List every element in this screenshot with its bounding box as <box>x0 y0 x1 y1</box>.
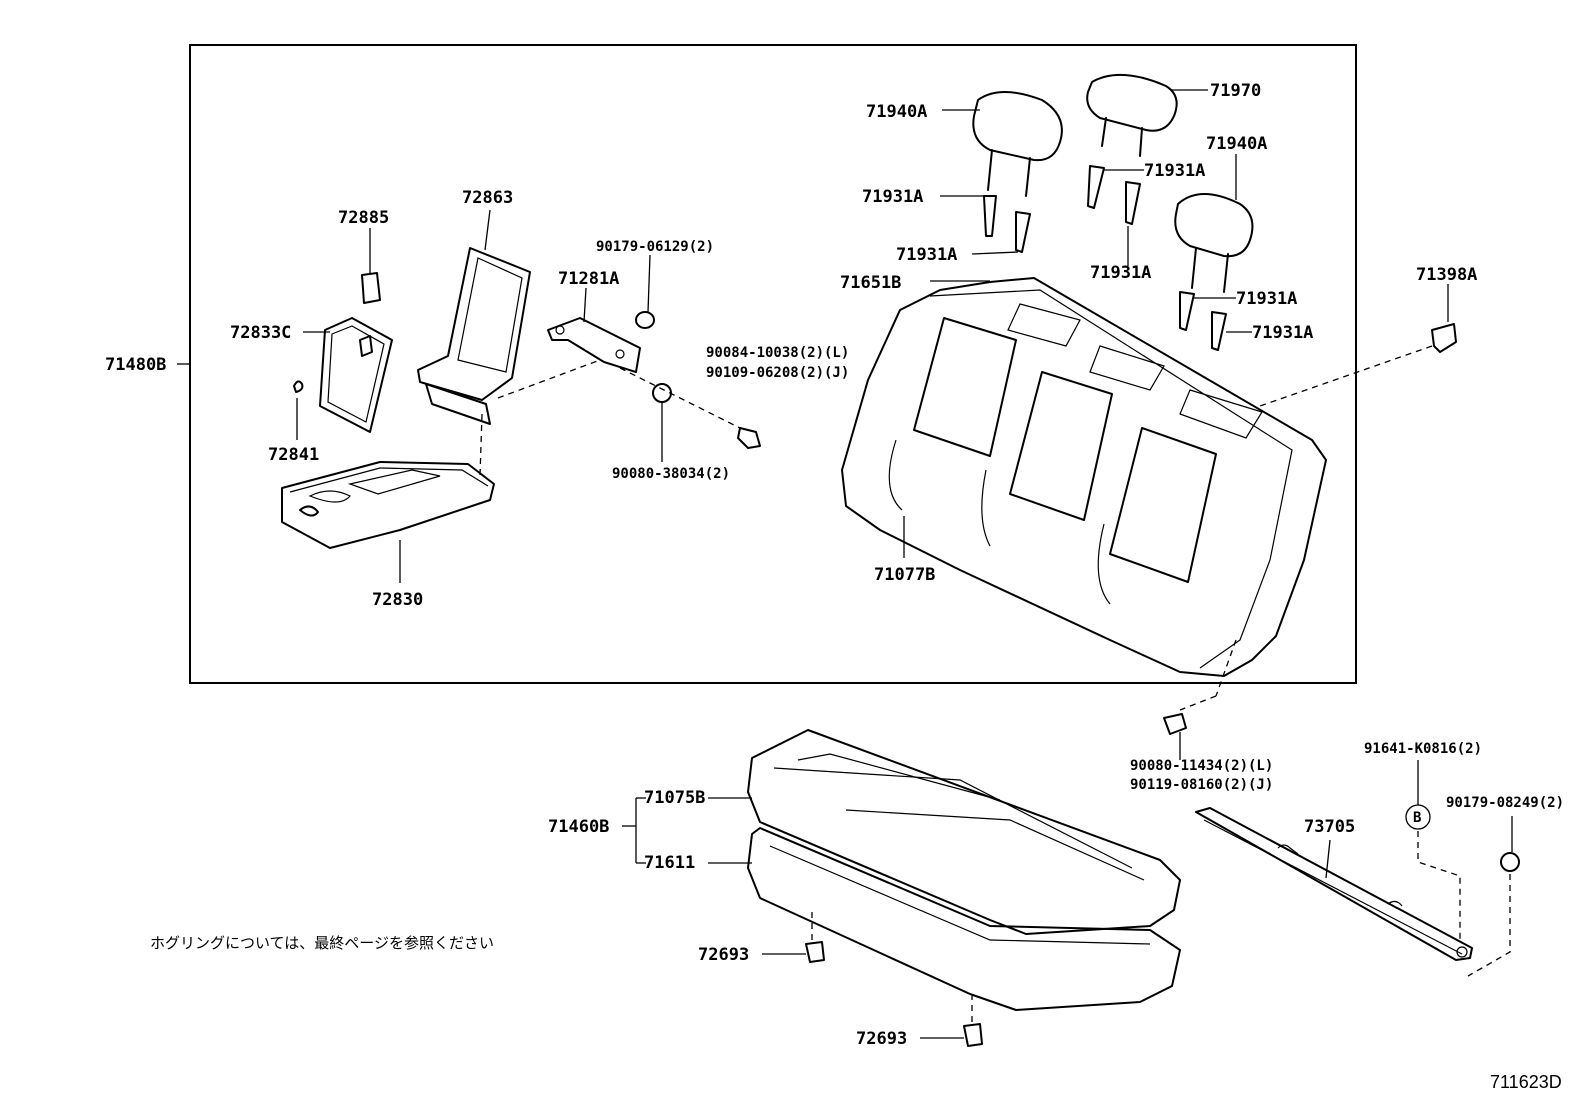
seat-back <box>841 277 1327 711</box>
hinge-bracket-group <box>497 254 761 462</box>
label-71940a-left: 71940A <box>866 102 927 122</box>
label-91641-k0816: 91641-K0816(2) <box>1364 741 1482 757</box>
label-90179-08249: 90179-08249(2) <box>1446 795 1564 811</box>
part-labels: 71480B 72885 72863 72833C 72841 72830 71… <box>105 81 1564 1049</box>
label-71931a-4: 71931A <box>1090 263 1151 283</box>
headrest-left <box>942 91 1063 197</box>
label-90109-06208: 90109-06208(2)(J) <box>706 365 849 381</box>
label-71931a-6: 71931A <box>1252 323 1313 343</box>
label-72885: 72885 <box>338 208 389 228</box>
armrest-group <box>281 209 531 583</box>
label-71611: 71611 <box>644 853 695 873</box>
label-71651b: 71651B <box>840 273 901 293</box>
label-71480b: 71480B <box>105 355 166 375</box>
label-90179-06129: 90179-06129(2) <box>596 239 714 255</box>
bracket-71460b <box>622 797 646 864</box>
bolt-90080-11434 <box>1163 713 1187 760</box>
label-73705: 73705 <box>1304 817 1355 837</box>
headrest-right <box>1174 154 1254 293</box>
clip-72693-upper <box>762 912 825 963</box>
clip-72693-lower <box>920 994 983 1047</box>
label-71281a: 71281A <box>558 269 619 289</box>
label-71931a-5: 71931A <box>1236 289 1297 309</box>
label-72863: 72863 <box>462 188 513 208</box>
label-90080-38034: 90080-38034(2) <box>612 466 730 482</box>
label-72693-lower: 72693 <box>856 1029 907 1049</box>
label-72841: 72841 <box>268 445 319 465</box>
label-72693-upper: 72693 <box>698 945 749 965</box>
label-71940a-right: 71940A <box>1206 134 1267 154</box>
label-90119-08160: 90119-08160(2)(J) <box>1130 777 1273 793</box>
label-71460b: 71460B <box>548 817 609 837</box>
figure-id: 711623D <box>1490 1072 1562 1092</box>
label-71931a-1: 71931A <box>862 187 923 207</box>
label-71398a: 71398A <box>1416 265 1477 285</box>
seat-cushion <box>708 729 1181 1011</box>
label-71077b: 71077B <box>874 565 935 585</box>
label-71970: 71970 <box>1210 81 1261 101</box>
nut-90179-08249 <box>1467 816 1520 977</box>
marker-b-text: B <box>1413 810 1421 826</box>
label-71931a-2: 71931A <box>1144 161 1205 181</box>
label-90084-10038: 90084-10038(2)(L) <box>706 345 849 361</box>
label-90080-11434: 90080-11434(2)(L) <box>1130 758 1273 774</box>
headrest-supports <box>940 165 1252 351</box>
label-72833c: 72833C <box>230 323 291 343</box>
headrest-center <box>1086 73 1208 157</box>
hog-ring-note: ホグリングについては、最終ページを参照ください <box>150 934 494 952</box>
label-71931a-3: 71931A <box>896 245 957 265</box>
label-71075b: 71075B <box>644 788 705 808</box>
label-72830: 72830 <box>372 590 423 610</box>
marker-b <box>1405 760 1461 940</box>
rail-73705 <box>1195 807 1473 961</box>
clip-71398a <box>1259 284 1457 407</box>
